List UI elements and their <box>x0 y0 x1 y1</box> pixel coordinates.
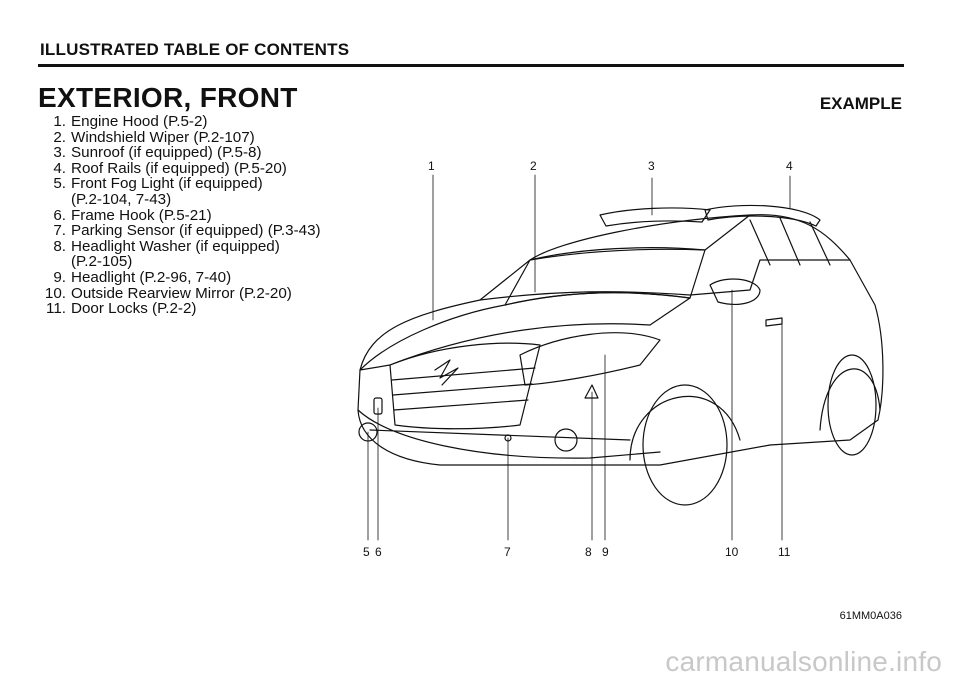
callout-2: 2 <box>530 159 537 173</box>
toc-item-text: Headlight (P.2-96, 7-40) <box>71 268 232 286</box>
toc-item: 4. Roof Rails (if equipped) (P.5-20) <box>44 161 321 177</box>
callout-10: 10 <box>725 545 739 559</box>
toc-item: 1. Engine Hood (P.5-2) <box>44 114 321 130</box>
toc-item-text: Parking Sensor (if equipped) (P.3-43) <box>71 222 321 240</box>
windshield-outline <box>504 247 706 306</box>
toc-item-text: Front Fog Light (if equipped) (P.2-104, … <box>71 175 263 208</box>
toc-item-text: Windshield Wiper (P.2-107) <box>71 128 255 146</box>
toc-item-number: 5. <box>53 175 66 193</box>
callout-11: 11 <box>778 545 791 559</box>
toc-item-number: 11. <box>46 300 66 318</box>
callout-9: 9 <box>602 545 609 559</box>
header-rule <box>38 64 904 67</box>
callout-3: 3 <box>648 159 655 173</box>
toc-item: 9. Headlight (P.2-96, 7-40) <box>44 270 321 286</box>
toc-item: 5. Front Fog Light (if equipped) (P.2-104… <box>44 176 321 207</box>
toc-item-number: 2. <box>53 128 66 146</box>
toc-list: 1. Engine Hood (P.5-2) 2. Windshield Wiper… <box>44 114 321 317</box>
brand-emblem <box>434 359 459 386</box>
front-bumper-outline <box>357 409 661 459</box>
headlight-washer-outline <box>584 384 599 399</box>
toc-item-text: Headlight Washer (if equipped) (P.2-105) <box>71 237 280 271</box>
toc-item: 10. Outside Rearview Mirror (P.2-20) <box>44 284 321 302</box>
toc-item-number: 6. <box>53 206 66 224</box>
watermark[interactable]: carmanualsonline.info <box>665 646 942 677</box>
door-handle <box>765 317 783 327</box>
toc-item: 6. Frame Hook (P.5-21) <box>44 206 321 224</box>
leader-lines <box>367 174 791 541</box>
section-title: EXTERIOR, FRONT <box>38 82 298 113</box>
toc-item: 2. Windshield Wiper (P.2-107) <box>44 128 321 146</box>
toc-item-text: Outside Rearview Mirror (P.2-20) <box>71 284 292 302</box>
toc-item-text: Engine Hood (P.5-2) <box>71 113 208 130</box>
toc-item: 8. Headlight Washer (if equipped) (P.2-10… <box>44 237 321 271</box>
toc-item: 11. Door Locks (P.2-2) <box>44 301 321 317</box>
toc-item-text: Sunroof (if equipped) (P.5-8) <box>71 144 262 162</box>
sunroof-outline <box>599 207 711 227</box>
callout-4: 4 <box>786 159 793 173</box>
toc-item-text: Frame Hook (P.5-21) <box>71 206 212 224</box>
rear-wheel <box>827 354 877 456</box>
fog-light-right <box>554 428 578 452</box>
toc-item-text: Roof Rails (if equipped) (P.5-20) <box>71 159 287 177</box>
car-body-outline <box>357 214 884 466</box>
callout-5: 5 <box>363 545 370 559</box>
example-label: EXAMPLE <box>819 94 902 113</box>
toc-item-number: 7. <box>53 222 66 240</box>
figure-code: 61MM0A036 <box>839 610 902 622</box>
callout-labels: 1 2 3 4 5 6 7 8 9 10 11 <box>363 159 793 559</box>
callout-6: 6 <box>375 545 382 559</box>
toc-item-number: 9. <box>53 268 66 286</box>
callout-1: 1 <box>428 159 435 173</box>
toc-item-number: 8. <box>53 237 66 255</box>
toc-item: 3. Sunroof (if equipped) (P.5-8) <box>44 145 321 161</box>
front-wheel <box>642 384 728 506</box>
callout-8: 8 <box>585 545 592 559</box>
toc-item-text: Door Locks (P.2-2) <box>71 300 197 318</box>
car-illustration-svg: 1 2 3 4 5 6 7 8 9 10 11 <box>357 159 884 559</box>
grille-slats <box>391 367 536 411</box>
toc-item-number: 3. <box>53 144 66 162</box>
roof-rail-outline <box>704 204 821 227</box>
header-title: ILLUSTRATED TABLE OF CONTENTS <box>40 40 350 59</box>
callout-7: 7 <box>504 545 511 559</box>
rear-wheel-arch <box>819 368 881 431</box>
toc-item-number: 4. <box>53 159 66 177</box>
toc-item-number: 1. <box>53 113 66 130</box>
front-grille-outline <box>389 342 541 430</box>
front-wheel-arch <box>629 395 741 461</box>
toc-item-number: 10. <box>44 284 66 302</box>
toc-item: 7. Parking Sensor (if equipped) (P.3-43) <box>44 222 321 240</box>
car-illustration: 1 2 3 4 5 6 7 8 9 10 11 <box>330 140 900 585</box>
side-mirror-outline <box>709 278 761 305</box>
headlight-outline <box>519 332 661 386</box>
side-windows <box>749 217 831 266</box>
